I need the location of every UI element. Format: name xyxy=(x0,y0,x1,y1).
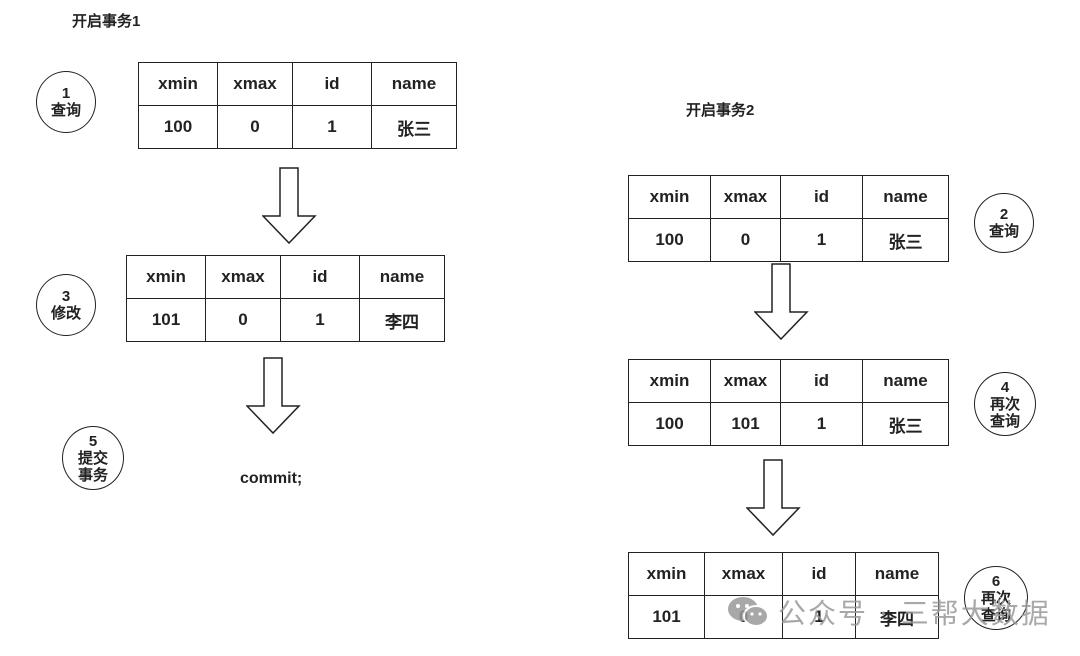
cell-id: 1 xyxy=(280,298,360,342)
table-step4: xmin xmax id name 100 101 1 张三 xyxy=(628,359,949,446)
col-id: id xyxy=(292,62,372,106)
watermark: 公众号 · 三帮大数据 xyxy=(726,592,1051,632)
step-label: 再次 xyxy=(989,395,1020,413)
col-name: name xyxy=(855,552,939,596)
col-xmin: xmin xyxy=(628,359,711,403)
commit-label: commit; xyxy=(240,470,303,487)
col-xmin: xmin xyxy=(126,255,206,299)
step-number: 5 xyxy=(88,432,98,450)
col-xmax: xmax xyxy=(205,255,281,299)
col-name: name xyxy=(862,359,949,403)
down-arrow-icon xyxy=(754,263,809,341)
cell-name: 张三 xyxy=(862,218,949,262)
cell-id: 1 xyxy=(780,218,863,262)
step-label: 查询 xyxy=(980,606,1011,624)
col-name: name xyxy=(371,62,457,106)
table-header-row: xmin xmax id name xyxy=(138,62,457,106)
cell-name: 李四 xyxy=(855,595,939,639)
cell-xmax: 0 xyxy=(217,105,293,149)
table-step6: xmin xmax id name 101 0 1 李四 xyxy=(628,552,939,639)
step-4-circle: 4 再次 查询 xyxy=(974,372,1036,436)
table-step3: xmin xmax id name 101 0 1 李四 xyxy=(126,255,445,342)
step-3-circle: 3 修改 xyxy=(36,274,96,336)
cell-id: 1 xyxy=(782,595,856,639)
table-header-row: xmin xmax id name xyxy=(628,359,949,403)
step-2-circle: 2 查询 xyxy=(974,193,1034,253)
step-label: 查询 xyxy=(50,102,81,119)
table-step1: xmin xmax id name 100 0 1 张三 xyxy=(138,62,457,149)
col-id: id xyxy=(780,359,863,403)
col-id: id xyxy=(780,175,863,219)
table-header-row: xmin xmax id name xyxy=(628,175,949,219)
col-id: id xyxy=(280,255,360,299)
cell-xmin: 100 xyxy=(628,402,711,446)
col-id: id xyxy=(782,552,856,596)
table-header-row: xmin xmax id name xyxy=(628,552,939,596)
cell-xmax: 0 xyxy=(710,218,781,262)
step-1-circle: 1 查询 xyxy=(36,71,96,133)
col-xmax: xmax xyxy=(710,175,781,219)
cell-name: 张三 xyxy=(371,105,457,149)
down-arrow-icon xyxy=(246,357,301,435)
cell-xmin: 101 xyxy=(628,595,705,639)
table-row: 100 101 1 张三 xyxy=(628,402,949,446)
cell-xmin: 100 xyxy=(138,105,218,149)
cell-name: 张三 xyxy=(862,402,949,446)
col-xmax: xmax xyxy=(710,359,781,403)
step-label: 查询 xyxy=(988,223,1019,240)
table-step2: xmin xmax id name 100 0 1 张三 xyxy=(628,175,949,262)
col-xmin: xmin xyxy=(628,552,705,596)
step-number: 4 xyxy=(1000,378,1010,396)
step-number: 1 xyxy=(61,85,71,102)
step-number: 3 xyxy=(61,288,71,305)
col-xmax: xmax xyxy=(217,62,293,106)
down-arrow-icon xyxy=(746,459,801,537)
table-header-row: xmin xmax id name xyxy=(126,255,445,299)
step-5-circle: 5 提交 事务 xyxy=(62,426,124,490)
tx1-title: 开启事务1 xyxy=(72,13,141,30)
step-label: 再次 xyxy=(980,589,1011,607)
step-label: 提交 xyxy=(77,449,108,467)
table-row: 100 0 1 张三 xyxy=(628,218,949,262)
col-name: name xyxy=(359,255,445,299)
tx2-title: 开启事务2 xyxy=(686,102,755,119)
step-label: 事务 xyxy=(77,466,108,484)
cell-xmax: 0 xyxy=(205,298,281,342)
cell-xmin: 101 xyxy=(126,298,206,342)
cell-id: 1 xyxy=(780,402,863,446)
down-arrow-icon xyxy=(262,167,317,245)
col-xmin: xmin xyxy=(138,62,218,106)
cell-id: 1 xyxy=(292,105,372,149)
cell-name: 李四 xyxy=(359,298,445,342)
cell-xmax: 101 xyxy=(710,402,781,446)
cell-xmin: 100 xyxy=(628,218,711,262)
step-number: 6 xyxy=(991,572,1001,590)
step-6-circle: 6 再次 查询 xyxy=(964,566,1028,630)
col-name: name xyxy=(862,175,949,219)
col-xmin: xmin xyxy=(628,175,711,219)
watermark-text: 公众号 · 三帮大数据 xyxy=(778,597,1051,630)
step-number: 2 xyxy=(999,206,1009,223)
wechat-icon xyxy=(728,597,769,627)
table-row: 101 0 1 李四 xyxy=(628,595,939,639)
table-row: 100 0 1 张三 xyxy=(138,105,457,149)
col-xmax: xmax xyxy=(704,552,783,596)
step-label: 查询 xyxy=(989,412,1020,430)
table-row: 101 0 1 李四 xyxy=(126,298,445,342)
step-label: 修改 xyxy=(50,305,81,322)
